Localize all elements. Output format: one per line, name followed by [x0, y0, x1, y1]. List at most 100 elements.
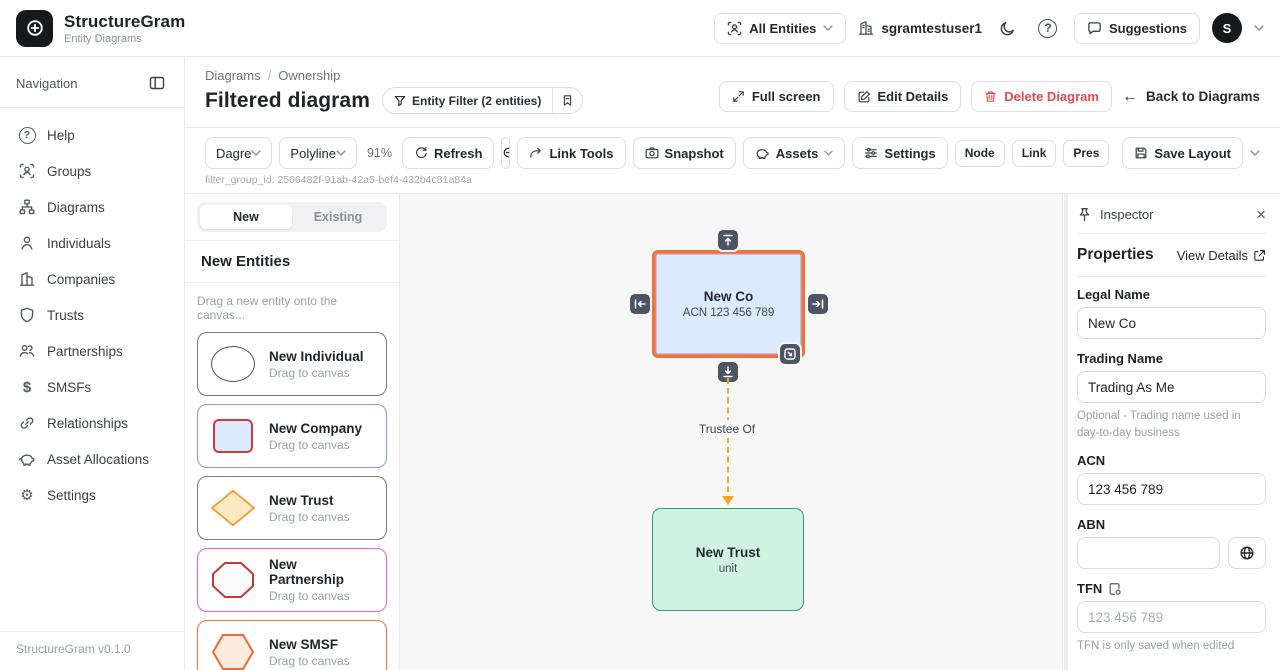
ellipse-shape-icon: [210, 346, 256, 382]
chevron-down-icon: [251, 150, 262, 156]
refresh-button[interactable]: Refresh: [401, 137, 495, 169]
sidebar-item-groups[interactable]: Groups: [0, 153, 184, 189]
back-to-diagrams-button[interactable]: ← Back to Diagrams: [1121, 87, 1260, 105]
inspector-title: Inspector: [1100, 207, 1154, 222]
shield-icon: [18, 307, 36, 323]
legal-name-label: Legal Name: [1077, 287, 1150, 302]
pres-mode-button[interactable]: Pres: [1063, 139, 1110, 167]
building-icon: [858, 20, 874, 36]
palette-item-new-company[interactable]: New Company Drag to canvas: [197, 404, 387, 468]
theme-toggle-button[interactable]: [994, 14, 1022, 42]
sidebar-item-diagrams[interactable]: Diagrams: [0, 189, 184, 225]
tfn-helper: TFN is only saved when edited: [1077, 640, 1235, 653]
edge-trustee-of[interactable]: [727, 378, 729, 502]
link-mode-button[interactable]: Link: [1011, 139, 1057, 167]
node-new-trust[interactable]: New Trust unit: [652, 508, 804, 611]
globe-icon: [1239, 545, 1255, 561]
sidebar-item-asset-allocations[interactable]: Asset Allocations: [0, 441, 184, 477]
link-icon: [18, 415, 36, 431]
link-tools-button[interactable]: Link Tools: [517, 137, 626, 169]
hexagon-shape-icon: [210, 632, 256, 670]
app-logo-icon: [16, 9, 53, 47]
legal-name-field[interactable]: [1077, 307, 1266, 339]
chevron-down-icon: [336, 150, 346, 156]
edge-arrowhead-icon: [722, 496, 734, 505]
edit-details-button[interactable]: Edit Details: [843, 81, 962, 112]
close-inspector-button[interactable]: ×: [1256, 206, 1266, 223]
breadcrumb-ownership[interactable]: Ownership: [278, 68, 341, 83]
palette-item-new-partnership[interactable]: New Partnership Drag to canvas: [197, 548, 387, 612]
assets-dropdown-button[interactable]: Assets: [742, 137, 846, 169]
current-user[interactable]: sgramtestuser1: [858, 20, 982, 36]
trading-name-field[interactable]: [1077, 371, 1266, 403]
link-handle-left[interactable]: [628, 292, 652, 316]
avatar[interactable]: S: [1212, 13, 1242, 43]
acn-label: ACN: [1077, 453, 1106, 469]
username: sgramtestuser1: [881, 20, 982, 36]
arrow-right-to-bar-icon: [811, 297, 825, 311]
filter-group-id: filter_group_id: 2566482f-91ab-42a5-bef4…: [185, 169, 1280, 194]
bookmark-filter-button[interactable]: [552, 88, 582, 113]
floppy-disk-icon: [1134, 146, 1148, 160]
sidebar-item-companies[interactable]: Companies: [0, 261, 184, 297]
person-icon: [18, 235, 36, 251]
edge-style-select[interactable]: Polyline: [279, 137, 357, 169]
suggestions-button[interactable]: Suggestions: [1073, 12, 1200, 44]
sidebar-item-individuals[interactable]: Individuals: [0, 225, 184, 261]
sidebar-item-trusts[interactable]: Trusts: [0, 297, 184, 333]
layout-engine-select[interactable]: Dagre: [205, 137, 273, 169]
delete-diagram-button[interactable]: Delete Diagram: [971, 81, 1112, 112]
diagram-canvas[interactable]: New Co ACN 123 456 789: [400, 194, 1062, 670]
view-details-link[interactable]: View Details: [1177, 248, 1266, 263]
avatar-chevron-down-icon[interactable]: [1254, 25, 1264, 31]
resize-handle[interactable]: [778, 342, 802, 366]
collapse-sidebar-button[interactable]: [146, 72, 168, 94]
save-layout-chevron-button[interactable]: [1250, 139, 1260, 167]
palette-item-new-individual[interactable]: New Individual Drag to canvas: [197, 332, 387, 396]
breadcrumb-diagrams[interactable]: Diagrams: [205, 68, 261, 83]
rectangle-shape-icon: [210, 419, 256, 453]
edge-label[interactable]: Trustee Of: [693, 420, 761, 438]
palette-item-new-smsf[interactable]: New SMSF Drag to canvas: [197, 620, 387, 670]
acn-field[interactable]: [1077, 473, 1266, 506]
sidebar-item-partnerships[interactable]: Partnerships: [0, 333, 184, 369]
sidebar-item-settings[interactable]: ⚙ Settings: [0, 477, 184, 513]
abn-field[interactable]: [1077, 537, 1220, 570]
purpose-label: Purpose: [1077, 667, 1266, 670]
help-button[interactable]: ?: [1034, 14, 1062, 42]
link-handle-top[interactable]: [716, 228, 740, 252]
save-layout-button[interactable]: Save Layout: [1122, 137, 1243, 169]
snapshot-button[interactable]: Snapshot: [632, 137, 736, 169]
diagram-settings-button[interactable]: Settings: [852, 137, 948, 169]
moon-icon: [999, 20, 1016, 37]
app-tagline: Entity Diagrams: [64, 32, 142, 45]
piggy-bank-icon: [755, 146, 770, 161]
node-mode-button[interactable]: Node: [954, 139, 1005, 167]
org-chart-icon: [18, 199, 36, 215]
tab-existing[interactable]: Existing: [313, 210, 363, 224]
tfn-label: TFN: [1077, 581, 1266, 596]
entity-scope-button[interactable]: All Entities: [714, 12, 847, 44]
tab-new[interactable]: New: [200, 205, 292, 229]
sidebar-title: Navigation: [16, 75, 78, 91]
page-header: Diagrams / Ownership Filtered diagram En…: [185, 57, 1280, 128]
sidebar-item-help[interactable]: ? Help: [0, 117, 184, 153]
page-title: Filtered diagram: [205, 88, 370, 112]
arrow-left-to-bar-icon: [633, 297, 647, 311]
brand: StructureGram Entity Diagrams: [16, 9, 185, 47]
abn-lookup-button[interactable]: [1228, 537, 1266, 570]
arrow-left-icon: ←: [1121, 87, 1138, 105]
node-new-co[interactable]: New Co ACN 123 456 789: [652, 250, 805, 358]
inspector-scrollbar[interactable]: [1064, 194, 1068, 670]
groups-icon: [727, 21, 742, 36]
link-handle-right[interactable]: [806, 292, 830, 316]
question-icon: ?: [1038, 18, 1058, 38]
entity-filter-badge[interactable]: Entity Filter (2 entities): [383, 94, 552, 108]
zoom-out-button[interactable]: [502, 138, 510, 168]
palette-item-new-trust[interactable]: New Trust Drag to canvas: [197, 476, 387, 540]
fullscreen-button[interactable]: Full screen: [718, 81, 834, 112]
sidebar-item-smsfs[interactable]: $ SMSFs: [0, 369, 184, 405]
sidebar-item-relationships[interactable]: Relationships: [0, 405, 184, 441]
curved-arrow-icon: [529, 146, 543, 160]
tfn-field[interactable]: [1077, 601, 1266, 634]
